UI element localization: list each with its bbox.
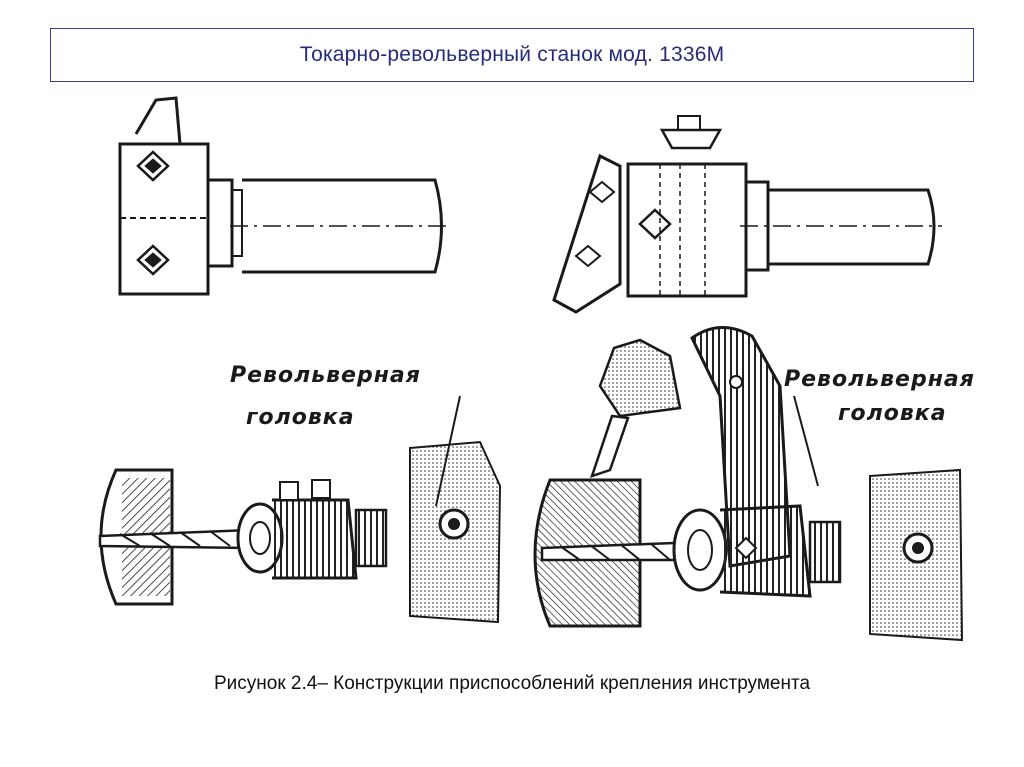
- holder-top-left: [118, 96, 450, 296]
- slide-title: Токарно-револьверный станок мод. 1336М: [299, 43, 725, 66]
- label-left-line2: головка: [246, 405, 355, 430]
- label-right-line2: головка: [838, 401, 947, 426]
- technical-drawing: Револьверная головка Револьверная головк…: [98, 96, 975, 642]
- holder-top-right: [552, 115, 942, 314]
- label-right-line1: Револьверная: [784, 367, 975, 392]
- label-left-line1: Револьверная: [230, 363, 421, 388]
- assembly-bottom-left: Револьверная головка: [98, 363, 502, 624]
- figure-caption: Рисунок 2.4– Конструкции приспособлений …: [213, 673, 811, 694]
- assembly-bottom-right: Револьверная головка: [533, 326, 975, 642]
- title-box: Токарно-револьверный станок мод. 1336М: [50, 28, 974, 82]
